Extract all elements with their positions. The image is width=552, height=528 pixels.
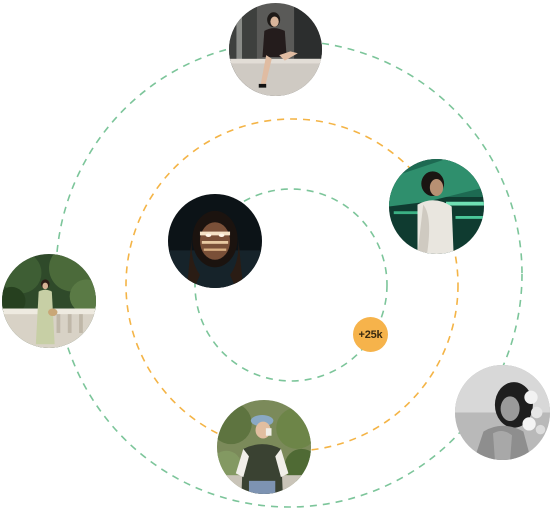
avatar-woman-garden-balustrade <box>2 254 96 348</box>
avatar-woman-cap-drinking <box>217 400 311 494</box>
inner-orbit-ring <box>194 188 388 382</box>
avatar-woman-green-neon <box>389 159 484 254</box>
follower-count-badge: +25k <box>353 317 388 352</box>
avatar-woman-seated-on-ledge <box>229 3 322 96</box>
avatar-face-light-stripes <box>168 194 262 288</box>
avatar-woman-bw-flowers <box>455 365 550 460</box>
